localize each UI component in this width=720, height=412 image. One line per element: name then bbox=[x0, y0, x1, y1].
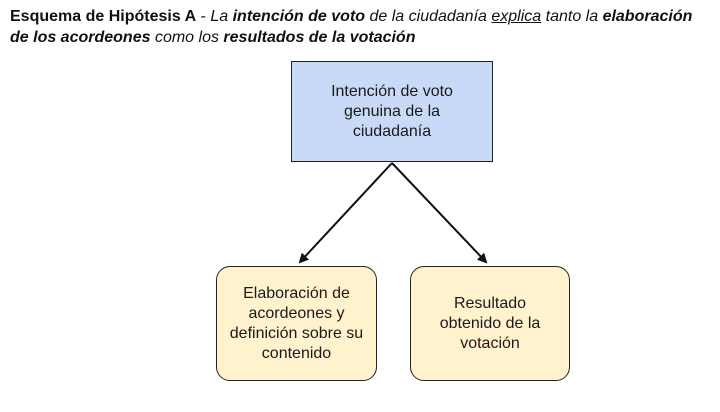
title-text-3: tanto la bbox=[541, 8, 603, 25]
cause-node: Intención de voto genuina de la ciudadan… bbox=[291, 61, 493, 162]
title-emphasis-intent: intención de voto bbox=[232, 8, 366, 25]
arrow-to-left-node bbox=[298, 162, 393, 264]
arrow-to-right-node bbox=[391, 162, 488, 264]
effect-node-acordeones-label: Elaboración de acordeones y definición s… bbox=[229, 284, 364, 362]
effect-node-acordeones: Elaboración de acordeones y definición s… bbox=[216, 266, 377, 381]
title-scheme-name: Esquema de Hipótesis A bbox=[10, 8, 197, 25]
title-emphasis-results: resultados de la votación bbox=[223, 29, 416, 46]
cause-node-label: Intención de voto genuina de la ciudadan… bbox=[331, 82, 453, 140]
diagram-title: Esquema de Hipótesis A - La intención de… bbox=[10, 6, 700, 48]
title-separator: - bbox=[196, 8, 211, 25]
title-text-1: La bbox=[210, 8, 233, 25]
effect-node-votacion-label: Resultado obtenido de la votación bbox=[439, 294, 541, 352]
title-text-4: como los bbox=[150, 29, 224, 46]
title-underlined-verb: explica bbox=[491, 8, 542, 25]
effect-node-votacion: Resultado obtenido de la votación bbox=[410, 266, 570, 381]
title-text-2: de la ciudadanía bbox=[365, 8, 492, 25]
title-emphasis-elaboration: elaboración de los acordeones bbox=[10, 8, 693, 46]
